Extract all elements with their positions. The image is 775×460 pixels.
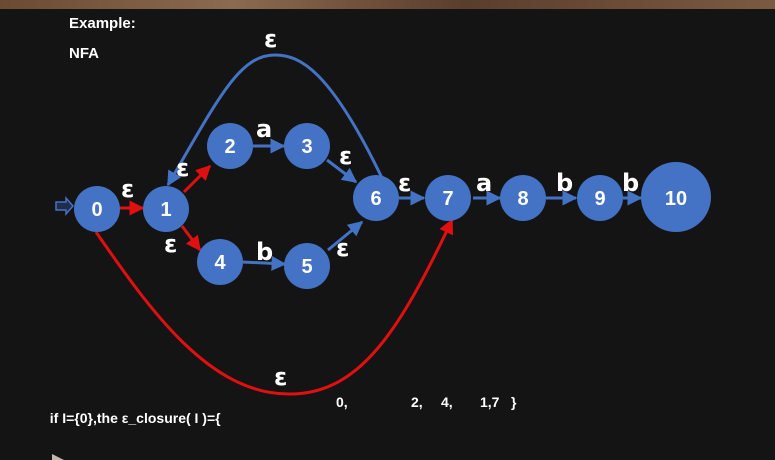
example-label: Example: xyxy=(69,15,136,32)
edge-4-5 xyxy=(241,255,287,271)
closure-close-brace: } xyxy=(511,394,517,410)
label-0-7: ε xyxy=(274,363,287,391)
state-5: 5 xyxy=(284,243,330,289)
closure-item-2: 2, xyxy=(411,394,423,410)
label-1-4: ε xyxy=(164,230,177,258)
label-6-7: ε xyxy=(398,169,411,197)
label-3-6: ε xyxy=(339,142,352,170)
state-0-label: 0 xyxy=(91,199,102,221)
label-4-5: b xyxy=(256,238,273,266)
state-3-label: 3 xyxy=(301,136,312,158)
state-8-label: 8 xyxy=(517,188,528,210)
closure-item-0: 0, xyxy=(336,394,348,410)
closure-prefix: if I={0},the ε_closure( I )={ xyxy=(49,410,221,426)
state-7: 7 xyxy=(425,175,471,221)
label-1-2: ε xyxy=(176,154,189,182)
label-2-3: a xyxy=(256,115,272,143)
label-6-1: ε xyxy=(264,25,277,53)
state-8: 8 xyxy=(500,175,546,221)
edge-6-1 xyxy=(166,53,384,187)
nfa-label: NFA xyxy=(69,45,99,62)
state-6-label: 6 xyxy=(370,188,381,210)
state-1: 1 xyxy=(143,186,189,232)
state-0: 0 xyxy=(74,186,120,232)
label-9-10: b xyxy=(622,169,639,197)
closure-item-4: 4, xyxy=(441,394,453,410)
edge-1-2 xyxy=(182,164,212,194)
state-7-label: 7 xyxy=(442,188,453,210)
state-9: 9 xyxy=(577,175,623,221)
closure-statement: if I={0},the ε_closure( I )={ xyxy=(42,394,221,426)
label-0-1: ε xyxy=(121,175,134,203)
state-10-label: 10 xyxy=(665,188,687,210)
label-8-9: b xyxy=(556,169,573,197)
edge-1-4 xyxy=(180,225,202,252)
edge-3-6 xyxy=(326,158,358,184)
state-4: 4 xyxy=(197,239,243,285)
edge-0-7 xyxy=(94,218,454,396)
start-arrow-icon xyxy=(55,196,74,216)
top-border-strip xyxy=(0,0,775,9)
pointer-icon xyxy=(52,454,64,460)
edge-5-6 xyxy=(327,220,364,252)
state-5-label: 5 xyxy=(301,256,312,278)
state-2: 2 xyxy=(207,123,253,169)
state-10: 10 xyxy=(641,162,711,232)
state-1-label: 1 xyxy=(160,199,171,221)
state-9-label: 9 xyxy=(594,188,605,210)
state-6: 6 xyxy=(353,175,399,221)
state-2-label: 2 xyxy=(224,136,235,158)
state-4-label: 4 xyxy=(214,252,226,274)
state-3: 3 xyxy=(284,123,330,169)
closure-item-1-7: 1,7 xyxy=(480,394,500,410)
label-7-8: a xyxy=(476,169,492,197)
label-5-6: ε xyxy=(336,234,349,262)
